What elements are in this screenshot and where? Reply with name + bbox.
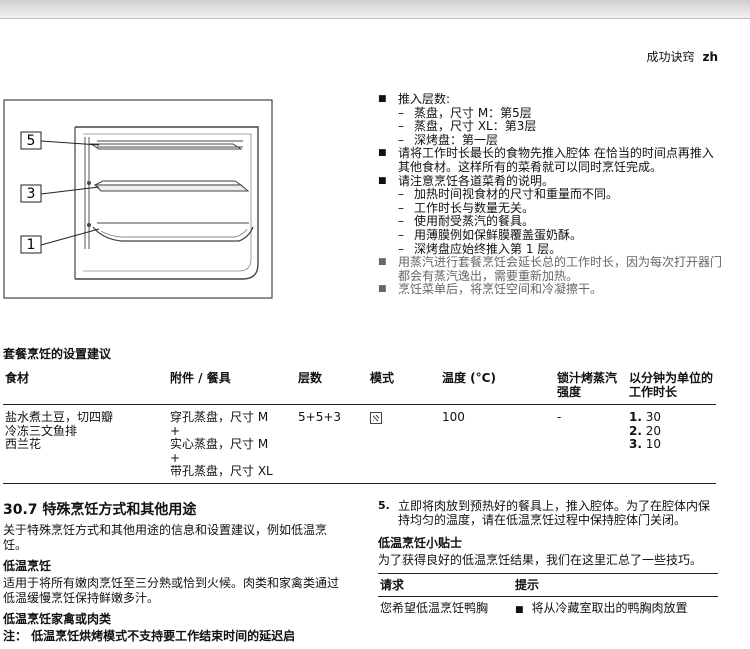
svg-text:5: 5 (27, 133, 36, 149)
tips-table: 请求 提示 您希望低温烹饪鸭胸 ■将从冷藏室取出的鸭胸肉放置 (378, 572, 718, 618)
section-heading: 30.7 特殊烹饪方式和其他用途 (3, 502, 197, 518)
svg-text:3: 3 (27, 186, 36, 202)
header-language-code: zh (702, 50, 718, 64)
steam-mode-icon (370, 411, 382, 424)
col-tip: 提示 (513, 572, 718, 597)
bullet-item: 请将工作时长最长的食物先推入腔体 在恰当的时间点再推入其他食材。这样所有的菜肴就… (378, 147, 723, 174)
col-steam-intensity: 锁汁烤蒸汽强度 (555, 367, 627, 405)
section-intro: 关于特殊烹饪方式和其他用途的信息和设置建议，例如低温烹饪。 (3, 523, 328, 552)
col-mode: 模式 (368, 367, 440, 405)
cell-duration: 1. 30 2. 20 3. 10 (627, 404, 716, 484)
dash-item: 深烤盘应始终推入第 1 层。 (378, 242, 723, 257)
step-item: 5. 立即将肉放到预热好的餐具上，推入腔体。为了在腔体内保持均匀的温度，请在低温… (378, 499, 718, 527)
dash-item: 加热时间视食材的尺寸和重量而不同。 (378, 188, 723, 202)
col-temperature: 温度 (°C) (440, 367, 555, 405)
low-temp-text: 适用于将所有嫩肉烹饪至三分熟或恰到火候。肉类和家禽类通过低温缓慢烹饪保持鲜嫩多汁… (3, 576, 340, 605)
window-top-bar (0, 0, 750, 19)
cell-temperature: 100 (440, 404, 555, 484)
bullet-item: 烹饪菜单后，将烹饪空间和冷凝擦干。 (378, 283, 723, 297)
cell-levels: 5+5+3 (296, 404, 368, 484)
cell-steam-intensity: - (555, 404, 627, 484)
settings-table-title: 套餐烹饪的设置建议 (3, 347, 112, 361)
step-text: 立即将肉放到预热好的餐具上，推入腔体。为了在腔体内保持均匀的温度，请在低温烹饪过… (398, 499, 711, 527)
bullet-item: 推入层数: (378, 92, 723, 107)
bullet-item: 请注意烹饪各道菜肴的说明。 (378, 174, 723, 189)
col-levels: 层数 (296, 367, 368, 405)
cell-accessory: 穿孔蒸盘，尺寸 M + 实心蒸盘，尺寸 M + 带孔蒸盘，尺寸 XL (168, 404, 296, 484)
special-cooking-section: 30.7 特殊烹饪方式和其他用途 关于特殊烹饪方式和其他用途的信息和设置建议，例… (3, 499, 348, 649)
col-food: 食材 (3, 367, 168, 405)
cell-tip: ■将从冷藏室取出的鸭胸肉放置 (515, 600, 688, 615)
table-row: 您希望低温烹饪鸭胸 ■将从冷藏室取出的鸭胸肉放置 (378, 596, 718, 618)
col-duration: 以分钟为单位的工作时长 (627, 367, 716, 405)
table-row: 盐水煮土豆，切四瓣 冷冻三文鱼排 西兰花 穿孔蒸盘，尺寸 M + 实心蒸盘，尺寸… (3, 404, 716, 484)
low-temp-heading: 低温烹饪 (3, 559, 52, 573)
page-header: 成功诀窍 zh (646, 48, 718, 65)
dash-item: 蒸盘，尺寸 M：第5层 (378, 106, 723, 121)
poultry-heading: 低温烹饪家禽或肉类 (3, 612, 112, 626)
level-label-3: 3 (20, 184, 100, 203)
step-number: 5. (378, 499, 390, 512)
level-label-5: 5 (20, 131, 100, 150)
tips-intro: 为了获得良好的低温烹饪结果，我们在这里汇总了一些技巧。 (378, 553, 703, 567)
dash-item: 工作时长与数量无关。 (378, 201, 723, 216)
dash-item: 用薄膜例如保鲜膜覆盖蛋奶酥。 (378, 228, 723, 243)
dash-item: 使用耐受蒸汽的餐具。 (378, 215, 723, 229)
dash-item: 蒸盘，尺寸 XL：第3层 (378, 120, 723, 134)
bullet-item: 用蒸汽进行套餐烹饪会延长总的工作时长，因为每次打开器门都会有蒸汽逸出，需要重新加… (378, 255, 723, 283)
cell-food: 盐水煮土豆，切四瓣 冷冻三文鱼排 西兰花 (3, 404, 168, 484)
header-section-title: 成功诀窍 (646, 50, 695, 64)
col-accessory: 附件 / 餐具 (168, 367, 296, 405)
dash-item: 深烤盘：第一层 (378, 133, 723, 148)
cell-request: 您希望低温烹饪鸭胸 (380, 600, 489, 615)
note-text: 注： 低温烹饪烘烤模式不支持要工作结束时间的延迟启 (3, 629, 296, 643)
svg-text:1: 1 (27, 237, 36, 253)
low-temp-tips-section: 5. 立即将肉放到预热好的餐具上，推入腔体。为了在腔体内保持均匀的温度，请在低温… (378, 499, 718, 618)
tips-header-row: 请求 提示 (378, 572, 718, 597)
settings-table: 食材 附件 / 餐具 层数 模式 温度 (°C) 锁汁烤蒸汽强度 以分钟为单位的… (3, 367, 716, 484)
oven-levels-diagram: 5 3 1 (3, 99, 273, 299)
col-request: 请求 (378, 572, 513, 597)
tips-heading: 低温烹饪小贴士 (378, 536, 463, 550)
level-label-1: 1 (20, 228, 100, 254)
table-header-row: 食材 附件 / 餐具 层数 模式 温度 (°C) 锁汁烤蒸汽强度 以分钟为单位的… (3, 367, 716, 405)
cell-mode (368, 404, 440, 484)
multi-dish-instructions: 推入层数: 蒸盘，尺寸 M：第5层 蒸盘，尺寸 XL：第3层 深烤盘：第一层 请… (378, 92, 723, 297)
